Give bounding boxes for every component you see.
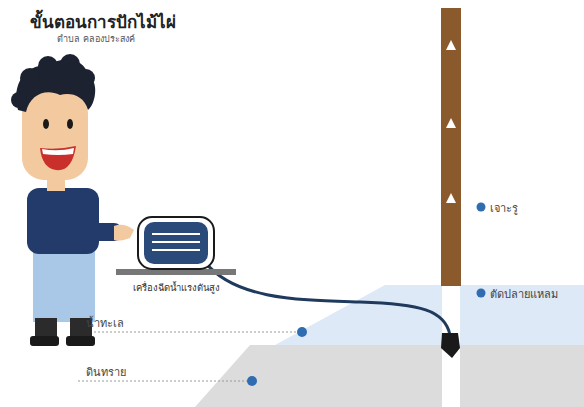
leader-line [78,381,247,382]
part-label: ตัดปลายแหลม [490,285,558,303]
hole-mark [446,118,456,128]
leader-dot [477,289,486,298]
subtitle: ตำบล คลองประสงค์ [57,32,135,46]
part-label: เจาะรู [490,199,518,217]
area-label: ดินทราย [86,363,126,381]
leader-line [78,332,297,333]
bamboo-pole [441,8,461,286]
hole-mark [446,40,456,50]
hole-mark [446,193,456,203]
leader-dot [247,376,257,386]
title: ขั้นตอนการปักไม้ไผ่ [30,8,176,35]
sandy-soil [195,345,584,407]
person [11,54,134,346]
leader-dot [297,327,307,337]
node-label: เครื่องฉีดน้ำแรงดันสูง [112,280,240,295]
hose [205,262,450,335]
bamboo-pole-buried [442,286,460,407]
pump-symbol [116,214,236,278]
sea-water [275,285,584,345]
area-label: น้ำทะเล [86,314,124,332]
nozzle [441,333,460,358]
pump-unit: เครื่องฉีดน้ำแรงดันสูง [112,214,240,295]
leader-dot [477,203,486,212]
